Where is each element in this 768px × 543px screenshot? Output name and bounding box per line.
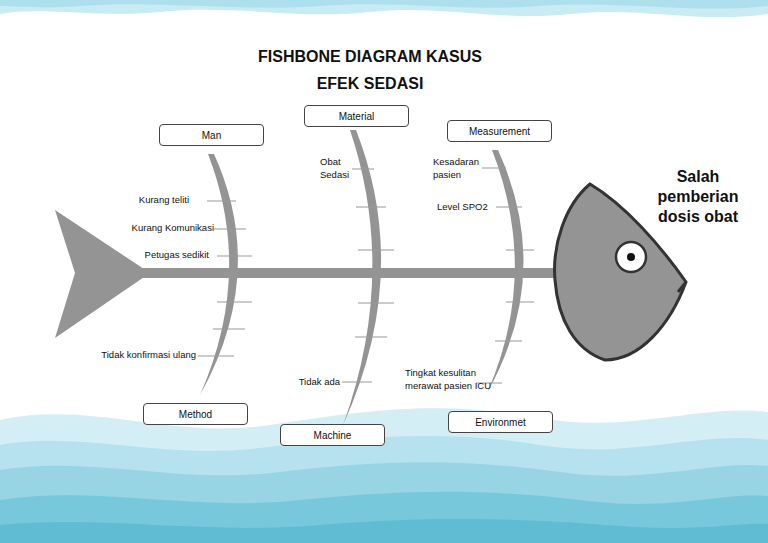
- category-box: Environmet: [448, 411, 553, 433]
- category-label: Material: [339, 111, 375, 122]
- bone-ticks: [198, 168, 534, 383]
- category-label: Method: [179, 409, 212, 420]
- fish-mouth: [678, 282, 686, 292]
- bottom-wave-1: [0, 408, 768, 543]
- bottom-wave-3: [0, 462, 768, 543]
- cause-label: Petugas sedikit: [120, 249, 209, 262]
- cause-label: Tidak ada: [280, 376, 340, 389]
- fish-bone: [487, 150, 523, 393]
- fish-pupil: [627, 253, 635, 261]
- diagram-title: FISHBONE DIAGRAM KASUS EFEK SEDASI: [250, 43, 490, 97]
- top-wave-dark: [0, 0, 768, 9]
- cause-label: Kesadaran pasien: [433, 156, 497, 181]
- bottom-wave-5: [0, 519, 768, 543]
- cause-label: Tidak konfirmasi ulang: [80, 349, 196, 362]
- category-label: Man: [202, 130, 221, 141]
- cause-label: Level SPO2: [437, 201, 497, 214]
- bottom-wave-4: [0, 492, 768, 543]
- category-label: Measurement: [469, 126, 530, 137]
- cause-label: Obat Sedasi: [320, 156, 360, 181]
- top-wave: [0, 0, 768, 17]
- category-box: Measurement: [447, 120, 552, 142]
- category-label: Environmet: [475, 417, 526, 428]
- category-box: Machine: [280, 424, 385, 446]
- category-box: Man: [159, 124, 264, 146]
- fish-spine: [140, 268, 560, 278]
- bottom-wave-2: [0, 436, 768, 543]
- effect-label: Salah pemberian dosis obat: [648, 167, 748, 227]
- cause-label: Kurang teliti: [100, 194, 189, 207]
- category-box: Material: [304, 105, 409, 127]
- category-box: Method: [143, 403, 248, 425]
- fish-eye: [616, 242, 646, 272]
- fish-bone: [200, 154, 238, 395]
- cause-label: Kurang Komunikasi: [110, 222, 214, 235]
- cause-label: Tingkat kesulitan merawat pasien ICU: [405, 367, 493, 392]
- category-label: Machine: [314, 430, 352, 441]
